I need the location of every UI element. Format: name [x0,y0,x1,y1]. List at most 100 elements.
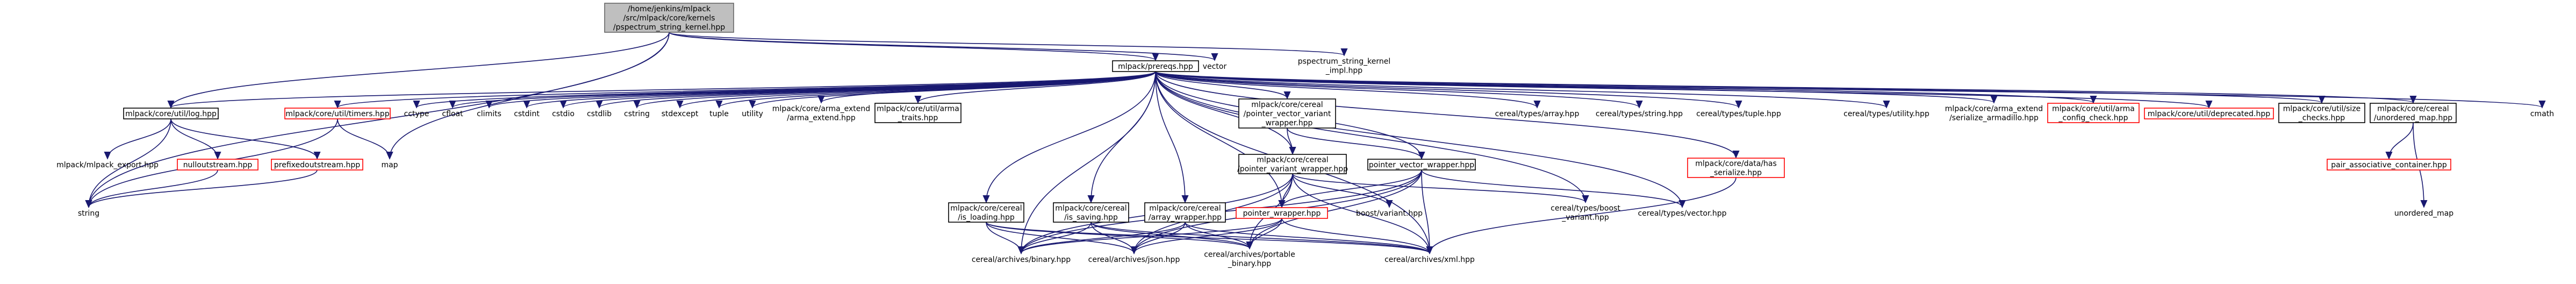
node-cereal-string[interactable]: cereal/types/string.hpp [1591,108,1688,119]
node-portable-binary[interactable]: cereal/archives/portable_binary.hpp [1199,249,1301,268]
edge-prereqs-to-pvw_cereal [1155,71,1287,98]
node-stdexcept[interactable]: stdexcept [659,108,701,119]
node-pvarw-cereal[interactable]: mlpack/core/cereal/pointer_variant_wrapp… [1237,154,1348,174]
node-timers[interactable]: mlpack/core/util/timers.hpp [284,108,391,119]
node-size-checks[interactable]: mlpack/core/util/size_checks.hpp [2278,103,2365,123]
node-xml[interactable]: cereal/archives/xml.hpp [1381,254,1478,265]
node-pvw-cereal[interactable]: mlpack/core/cereal/pointer_vector_varian… [1238,98,1336,129]
node-label-line: cereal/archives/json.hpp [1088,255,1180,264]
node-climits[interactable]: climits [473,108,505,119]
node-pair-assoc[interactable]: pair_associative_container.hpp [2327,159,2451,171]
node-json[interactable]: cereal/archives/json.hpp [1086,254,1182,265]
edge-prereqs-to-is_loading [986,71,1156,202]
node-arma-traits[interactable]: mlpack/core/util/arma_traits.hpp [874,103,961,123]
node-cereal-boost-variant[interactable]: cereal/types/boost_variant.hpp [1542,203,1628,222]
node-label-line: cereal/types/array.hpp [1495,110,1580,118]
node-unordered-map[interactable]: unordered_map [2394,208,2453,218]
node-mlpack-export[interactable]: mlpack/mlpack_export.hpp [56,159,159,170]
node-frame [874,103,961,123]
edge-is_saving-to-xml [1090,222,1430,253]
node-cfloat[interactable]: cfloat [437,108,468,119]
node-has-serialize[interactable]: mlpack/core/data/has_serialize.hpp [1687,158,1785,178]
node-label-line: cereal/archives/portable [1204,251,1295,259]
edge-pvarw_cereal-to-xml [1292,173,1430,253]
node-label-line: cereal/archives/xml.hpp [1384,255,1475,264]
node-tuple[interactable]: tuple [706,108,732,119]
node-label-line: mlpack/core/util/size [2283,105,2361,113]
node-cctype[interactable]: cctype [401,108,432,119]
node-ptr-vec-wrapper[interactable]: pointer_vector_wrapper.hpp [1367,159,1476,171]
node-unordered-map-cereal[interactable]: mlpack/core/cereal/unordered_map.hpp [2370,103,2457,123]
edge-log-to-mlpack_export [107,118,171,159]
node-label-line: mlpack/core/cereal [1055,204,1126,213]
node-map[interactable]: map [379,159,400,170]
node-label-line: unordered_map [2394,209,2453,218]
node-label-line: tuple [709,110,729,118]
node-label-line: cstring [624,110,650,118]
node-arma-extend[interactable]: mlpack/core/arma_extend/arma_extend.hpp [772,103,870,123]
node-cstring[interactable]: cstring [620,108,654,119]
node-label-line: /is_loading.hpp [958,214,1015,222]
edge-log-to-string [89,118,171,207]
edge-unordered_map_cereal-to-pair_assoc [2389,122,2414,159]
edge-ptr_vec_wrapper-to-pointer_wrapper [1282,169,1422,207]
node-frame [2327,159,2451,171]
edge-prereqs-to-array_wrapper [1155,71,1185,202]
node-pointer-wrapper[interactable]: pointer_wrapper.hpp [1236,207,1328,219]
node-utility[interactable]: utility [737,108,767,119]
node-label-line: vector [1203,62,1227,71]
node-cereal-tuple[interactable]: cereal/types/tuple.hpp [1693,108,1784,119]
node-prefixedoutstream[interactable]: prefixedoutstream.hpp [271,159,363,171]
edge-prereqs-to-climits [489,71,1156,108]
edge-prereqs-to-pointer_wrapper [1155,71,1282,207]
node-boost-variant[interactable]: boost/variant.hpp [1349,208,1430,218]
node-string[interactable]: string [73,208,105,218]
node-is-loading[interactable]: mlpack/core/cereal/is_loading.hpp [948,202,1024,223]
node-label-line: cctype [404,110,429,118]
edge-is_loading-to-portable_binary [986,222,1250,248]
edge-prereqs-to-cereal_array [1155,71,1537,108]
node-binary[interactable]: cereal/archives/binary.hpp [967,254,1075,265]
node-label-line: /home/jenkins/mlpack [628,5,711,13]
node-pspectrum-impl[interactable]: pspectrum_string_kernel_impl.hpp [1298,56,1390,75]
node-cereal-array[interactable]: cereal/types/array.hpp [1489,108,1585,119]
node-label-line: mlpack/core/arma_extend [1945,105,2043,113]
node-label-line: climits [477,110,501,118]
node-log[interactable]: mlpack/core/util/log.hpp [123,108,219,119]
node-cereal-utility[interactable]: cereal/types/utility.hpp [1838,108,1935,119]
node-label-line: /serialize_armadillo.hpp [1949,114,2039,123]
node-label-line: mlpack/core/data/has [1695,160,1777,168]
node-cmath[interactable]: cmath [2526,108,2558,119]
edge-prereqs-to-cstring [637,71,1156,108]
node-label-line: mlpack/core/util/log.hpp [125,110,217,118]
edge-prereqs-to-binary [1021,71,1156,253]
node-label-line: _wrapper.hpp [1261,119,1313,127]
node-frame [1144,202,1226,223]
node-label-line: mlpack/core/cereal [1149,204,1221,213]
node-label-line: /arma_extend.hpp [787,114,856,123]
node-armadillo-ext[interactable]: mlpack/core/arma_extend/serialize_armadi… [1945,103,2043,123]
edge-prereqs-to-pvarw_cereal [1155,71,1293,154]
dependency-nodes: /home/jenkins/mlpack/src/mlpack/core/ker… [56,3,2558,268]
edge-pointer_wrapper-to-json [1134,218,1282,253]
edge-array_wrapper-to-binary [1021,222,1186,253]
edge-log-to-nulloutstream [170,118,218,159]
node-label-line: /pspectrum_string_kernel.hpp [613,23,725,32]
node-frame [2278,103,2365,123]
node-is-saving[interactable]: mlpack/core/cereal/is_saving.hpp [1053,202,1129,223]
node-root[interactable]: /home/jenkins/mlpack/src/mlpack/core/ker… [604,3,734,33]
node-cstdio[interactable]: cstdio [548,108,578,119]
node-cstdlib[interactable]: cstdlib [584,108,615,119]
node-prereqs[interactable]: mlpack/prereqs.hpp [1112,60,1199,72]
node-nulloutstream[interactable]: nulloutstream.hpp [177,159,259,171]
node-cereal-vector[interactable]: cereal/types/vector.hpp [1634,208,1731,218]
node-vector-top[interactable]: vector [1196,61,1233,72]
edge-pointer_wrapper-to-xml [1281,218,1430,253]
node-cstdint[interactable]: cstdint [511,108,543,119]
node-label-line: pair_associative_container.hpp [2331,161,2447,169]
node-arma-config[interactable]: mlpack/core/util/arma_config_check.hpp [2047,103,2140,123]
node-array-wrapper[interactable]: mlpack/core/cereal/array_wrapper.hpp [1144,202,1226,223]
node-deprecated[interactable]: mlpack/core/util/deprecated.hpp [2144,108,2274,119]
edge-prereqs-to-unordered_map_cereal [1155,71,2413,103]
